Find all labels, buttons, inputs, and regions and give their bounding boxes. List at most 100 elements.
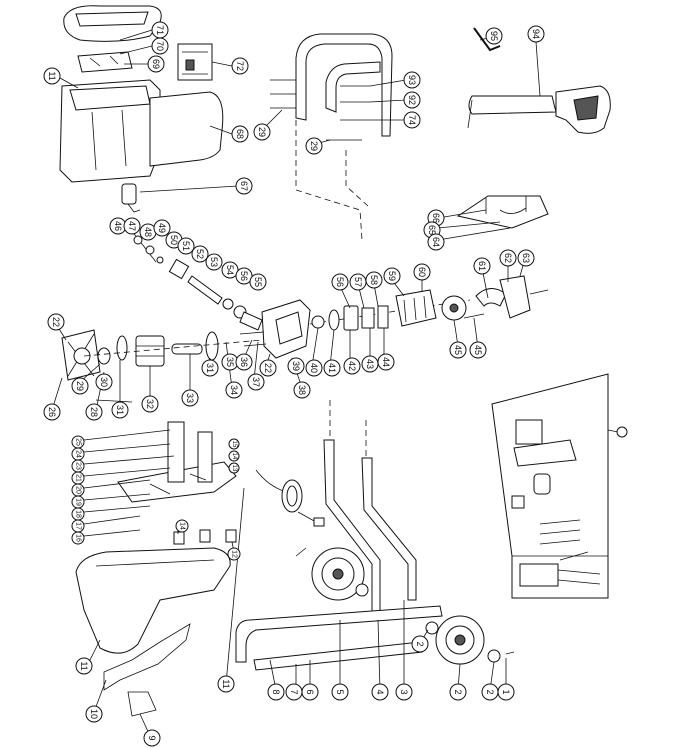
drive-shaft-parts bbox=[127, 225, 263, 331]
right-wheel bbox=[435, 615, 485, 665]
connector-part bbox=[121, 183, 141, 213]
shaft-34 bbox=[171, 343, 203, 355]
callout-25: 23 bbox=[71, 459, 85, 473]
svg-text:12: 12 bbox=[231, 550, 238, 558]
svg-text:38: 38 bbox=[297, 385, 307, 395]
callout-51: 49 bbox=[153, 219, 171, 237]
cutter-housing bbox=[239, 299, 311, 359]
callout-8: 7 bbox=[285, 683, 303, 701]
svg-text:50: 50 bbox=[169, 235, 179, 245]
svg-text:16: 16 bbox=[75, 534, 82, 542]
leader-lines bbox=[51, 29, 619, 737]
callout-58: 56 bbox=[331, 273, 349, 291]
svg-text:20: 20 bbox=[75, 486, 82, 494]
svg-text:46: 46 bbox=[113, 221, 123, 231]
callout-62: 60 bbox=[413, 263, 431, 281]
callout-34: 33 bbox=[181, 389, 199, 407]
svg-text:59: 59 bbox=[387, 271, 397, 281]
callout-32: 31 bbox=[111, 401, 129, 419]
callout-95: 94 bbox=[527, 25, 545, 43]
callout-69: 67 bbox=[235, 177, 253, 195]
svg-text:6: 6 bbox=[305, 689, 315, 694]
svg-text:45: 45 bbox=[473, 345, 483, 355]
svg-text:4: 4 bbox=[375, 689, 385, 694]
svg-text:70: 70 bbox=[155, 41, 165, 51]
callout-7: 6 bbox=[301, 683, 319, 701]
callout-14: 12 bbox=[227, 547, 241, 561]
svg-text:2: 2 bbox=[485, 689, 495, 694]
callout-54: 52 bbox=[191, 245, 209, 263]
svg-text:29: 29 bbox=[75, 381, 85, 391]
callout-71: 69 bbox=[147, 55, 165, 73]
callout-66: 64 bbox=[427, 233, 445, 251]
callout-11-bottom: 10 bbox=[85, 705, 103, 723]
callout-16-b: 14 bbox=[175, 519, 189, 533]
callout-22: 20 bbox=[71, 483, 85, 497]
svg-text:61: 61 bbox=[477, 261, 487, 271]
motor-parts bbox=[309, 289, 485, 331]
callout-31: 30 bbox=[95, 373, 113, 391]
callout-4: 3 bbox=[395, 683, 413, 701]
svg-text:36: 36 bbox=[239, 357, 249, 367]
callout-55: 53 bbox=[205, 253, 223, 271]
chute-seal bbox=[103, 623, 191, 691]
svg-text:21: 21 bbox=[75, 474, 82, 482]
callout-39: 38 bbox=[293, 381, 311, 399]
callout-5: 4 bbox=[371, 683, 389, 701]
callout-29-left: 29 bbox=[253, 123, 271, 141]
svg-text:7: 7 bbox=[289, 689, 299, 694]
svg-text:60: 60 bbox=[417, 267, 427, 277]
callout-73: 71 bbox=[151, 21, 169, 39]
blade-guard-right bbox=[475, 275, 549, 319]
callout-6: 5 bbox=[331, 683, 349, 701]
svg-text:17: 17 bbox=[75, 522, 82, 530]
svg-text:44: 44 bbox=[381, 357, 391, 367]
power-cord bbox=[255, 469, 325, 527]
svg-text:51: 51 bbox=[181, 241, 191, 251]
callout-2-b: 2 bbox=[481, 683, 499, 701]
svg-text:65: 65 bbox=[427, 225, 437, 235]
lid-plate bbox=[77, 51, 133, 73]
svg-text:13: 13 bbox=[231, 465, 237, 472]
callouts: 71 70 69 72 68 67 11 95 94 93 92 74 29 2… bbox=[43, 21, 628, 747]
callout-59: 57 bbox=[349, 273, 367, 291]
svg-text:48: 48 bbox=[143, 227, 153, 237]
svg-text:40: 40 bbox=[309, 363, 319, 373]
switch-inset-box bbox=[491, 373, 609, 599]
callout-27: 25 bbox=[71, 435, 85, 449]
svg-text:34: 34 bbox=[229, 385, 239, 395]
svg-text:92: 92 bbox=[407, 95, 417, 105]
callout-50: 48 bbox=[139, 223, 157, 241]
axle-parts bbox=[295, 547, 515, 663]
svg-text:56: 56 bbox=[335, 277, 345, 287]
svg-text:14: 14 bbox=[231, 453, 237, 460]
svg-text:31: 31 bbox=[205, 363, 215, 373]
callout-10: 9 bbox=[143, 729, 161, 747]
svg-text:31: 31 bbox=[115, 405, 125, 415]
svg-text:29: 29 bbox=[309, 141, 319, 151]
svg-text:29: 29 bbox=[257, 127, 267, 137]
svg-text:55: 55 bbox=[253, 277, 263, 287]
svg-text:11: 11 bbox=[221, 679, 231, 688]
svg-text:2: 2 bbox=[415, 641, 425, 646]
roller bbox=[135, 335, 165, 367]
svg-text:11: 11 bbox=[79, 661, 89, 670]
callout-61: 59 bbox=[383, 267, 401, 285]
callout-23: 21 bbox=[71, 471, 85, 485]
svg-text:30: 30 bbox=[99, 377, 109, 387]
callout-45: 44 bbox=[377, 353, 395, 371]
callout-12: 11 bbox=[75, 657, 93, 675]
callout-70: 68 bbox=[231, 125, 249, 143]
callout-16: 14 bbox=[228, 450, 240, 462]
callout-97 bbox=[616, 426, 628, 438]
svg-text:58: 58 bbox=[369, 275, 379, 285]
top-handle-frame bbox=[295, 33, 393, 241]
callout-19: 17 bbox=[71, 519, 85, 533]
small-fasteners bbox=[173, 529, 237, 545]
washer-32 bbox=[116, 335, 128, 361]
svg-text:14: 14 bbox=[179, 522, 186, 530]
mounting-bracket bbox=[117, 421, 237, 503]
left-wheel bbox=[311, 547, 365, 601]
hex-key bbox=[473, 27, 501, 52]
